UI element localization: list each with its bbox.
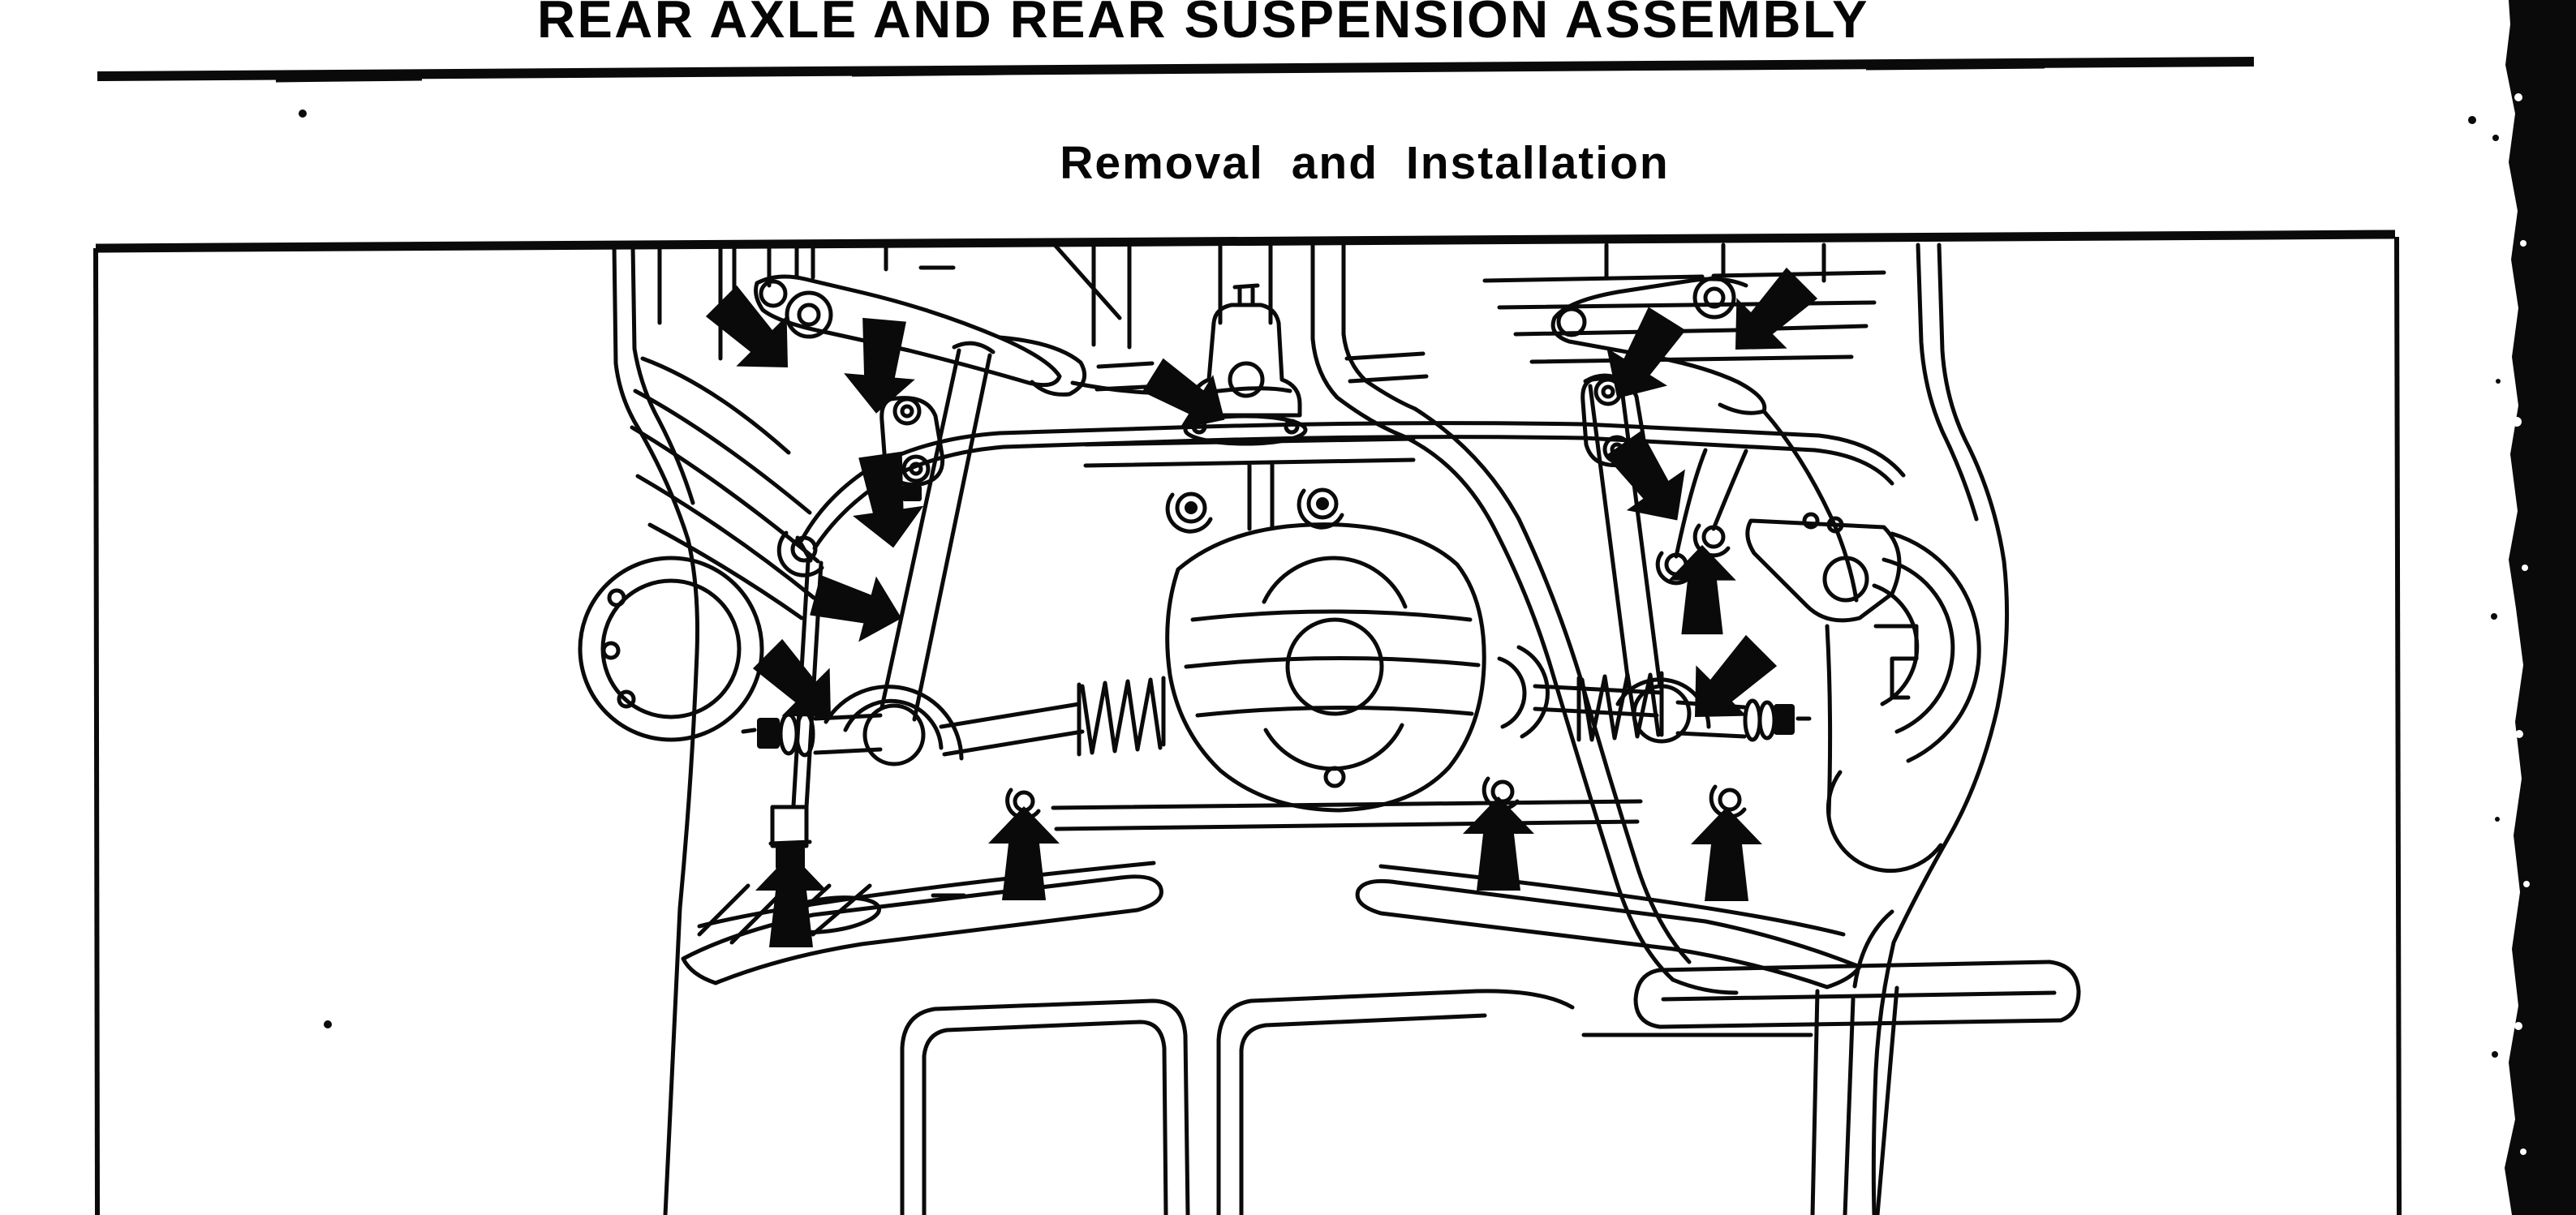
bolt-arrow	[1735, 267, 1818, 350]
bolt-arrow	[844, 317, 915, 414]
ink-speck	[324, 1020, 332, 1028]
page-title: REAR AXLE AND REAR SUSPENSION ASSEMBLY	[537, 0, 1869, 49]
ink-speck	[299, 109, 307, 118]
bolt-arrow	[1691, 807, 1762, 901]
bolt-arrow	[1605, 431, 1685, 521]
scan-ink-specks	[299, 109, 2476, 1028]
bolt-arrow	[1606, 307, 1686, 399]
underbody-line-art	[578, 243, 2081, 1215]
ink-speck	[2468, 116, 2476, 124]
bolt-arrow	[755, 853, 827, 947]
figure-frame	[93, 230, 2402, 1215]
bolt-arrow	[1142, 358, 1225, 430]
bolt-arrow	[752, 638, 831, 717]
section-heading: Removal and Installation	[1060, 137, 1670, 189]
bolt-location-arrows	[705, 267, 1818, 947]
bolt-arrow	[1668, 544, 1736, 635]
title-underline-rule	[97, 57, 2255, 83]
bolt-arrow	[853, 451, 924, 548]
bolt-arrow	[988, 806, 1060, 900]
bolt-arrow	[810, 574, 902, 642]
scan-artifact-right-band	[2491, 0, 2576, 1215]
bolt-arrow	[1694, 634, 1778, 718]
bolt-arrow	[705, 285, 789, 368]
bolt-arrow	[1463, 796, 1534, 891]
